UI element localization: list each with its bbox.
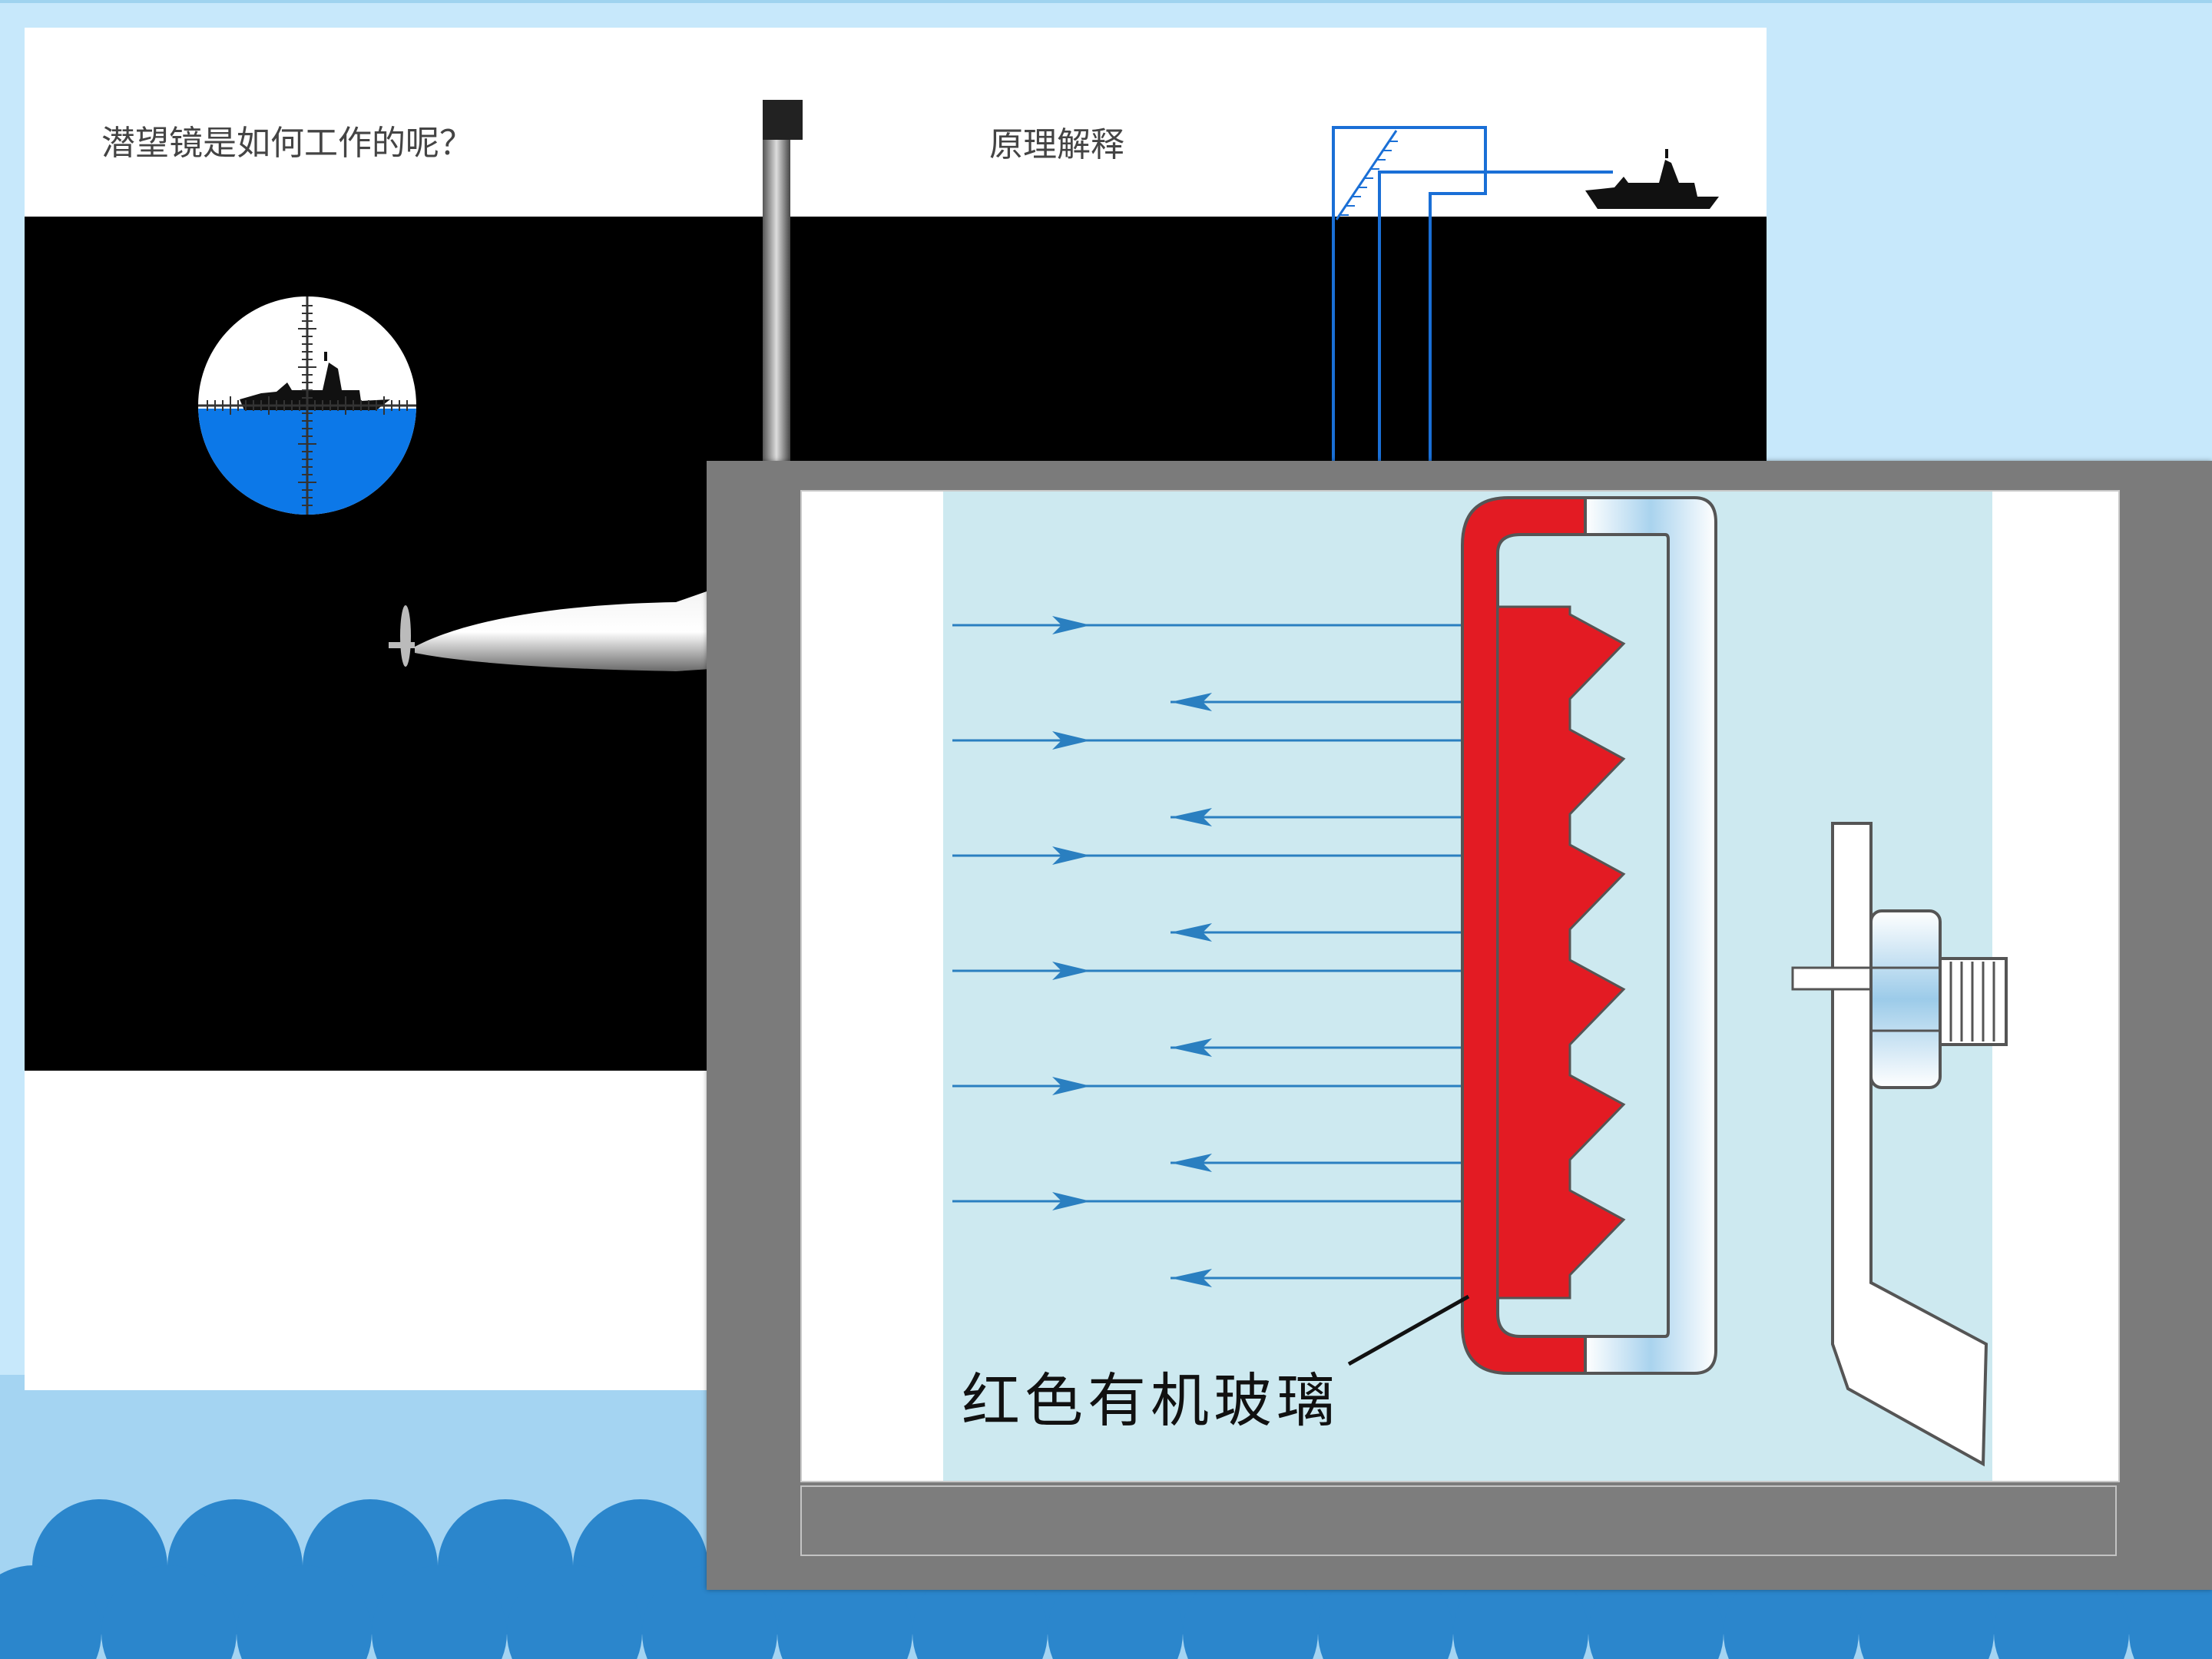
reflector-diagram-panel: 红色有机玻璃 — [800, 490, 2120, 1482]
arrow-left-icon — [1171, 808, 1212, 826]
submarine-icon — [389, 584, 722, 671]
arrow-left-icon — [1171, 1154, 1212, 1172]
bolt-icon — [1791, 909, 2008, 1089]
arrow-right-icon — [1052, 962, 1091, 980]
arrow-left-icon — [1171, 923, 1212, 942]
arrow-right-icon — [1052, 616, 1091, 634]
warship-icon — [1585, 149, 1719, 209]
wave-scallop — [0, 1565, 101, 1659]
image-popup[interactable]: 红色有机玻璃 — [707, 461, 2212, 1590]
wave-scallop — [237, 1565, 372, 1659]
arrow-right-icon — [1052, 1077, 1091, 1095]
caption-leader-line — [1347, 1294, 1470, 1366]
arrow-left-icon — [1171, 1269, 1212, 1287]
arrow-right-icon — [1052, 1192, 1091, 1210]
propeller-icon — [389, 605, 415, 667]
reflector-diagram — [943, 492, 2008, 1481]
arrow-left-icon — [1171, 1038, 1212, 1057]
arrow-left-icon — [1171, 693, 1212, 711]
periscope-principle-diagram — [1332, 126, 1613, 464]
wave-scallop — [372, 1565, 507, 1659]
arrow-right-icon — [1052, 731, 1091, 750]
reflector-caption: 红色有机玻璃 — [962, 1366, 1339, 1435]
red-acrylic-reflector — [1461, 496, 1626, 1375]
slide-title: 潜望镜是如何工作的呢？ — [101, 124, 473, 163]
wave-scallop — [507, 1565, 642, 1659]
arrow-right-icon — [1052, 846, 1091, 865]
popup-toolbar[interactable] — [800, 1485, 2117, 1556]
slide-subtitle: 原理解释 — [989, 125, 1124, 164]
wave-scallop — [101, 1565, 237, 1659]
